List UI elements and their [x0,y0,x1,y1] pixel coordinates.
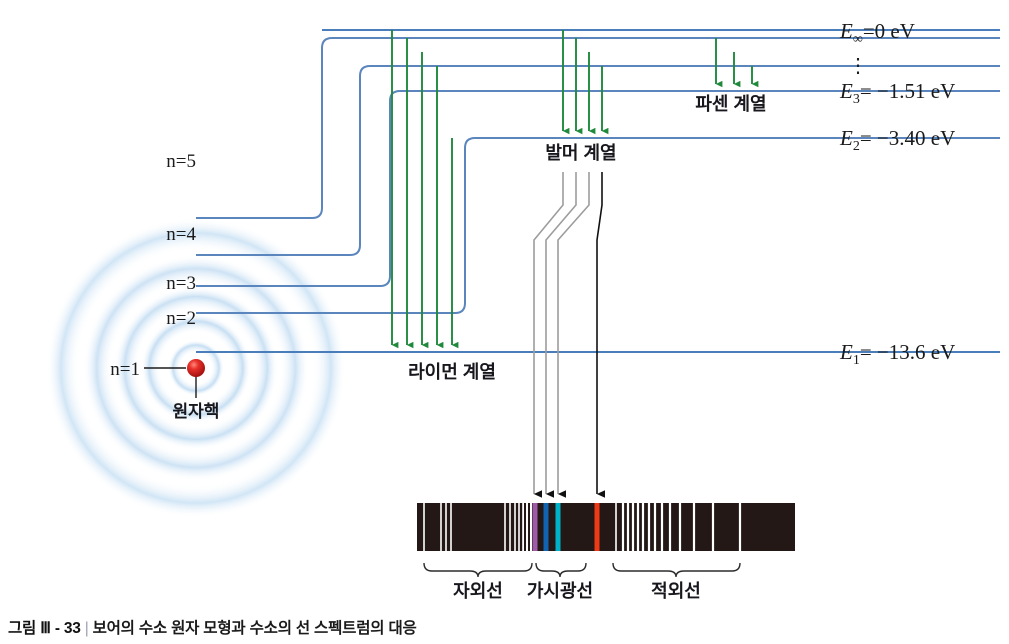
spectral-line [660,503,664,551]
spectral-line [636,503,640,551]
spectral-line-cyan [555,503,561,551]
series-label-lyman: 라이먼 계열 [408,362,496,382]
nucleus-label: 원자핵 [173,402,220,421]
series-label-balmer: 발머 계열 [545,143,616,163]
region-label-uv: 자외선 [453,581,503,601]
spectral-line [738,503,742,551]
spectrum-region-labels: 자외선 가시광선 적외선 [453,581,701,601]
spectral-line [647,503,651,551]
nucleus-group [144,359,205,398]
caption-text: 보어의 수소 원자 모형과 수소의 선 스펙트럼의 대응 [92,620,417,637]
spectrum-region-braces [423,562,741,578]
connector-n2 [196,137,1000,314]
orbit-label-n2: n=2 [166,308,196,329]
spectral-line [615,503,617,551]
brace-visible [535,562,587,578]
spectral-line [711,503,715,551]
spectral-line [423,503,425,551]
spectral-line [440,503,442,551]
spectral-line-red [594,503,600,551]
connector-spectrum-violet [533,172,564,498]
spectral-line [530,503,532,551]
balmer-spectrum-connectors [533,172,590,498]
orbit-label-n4: n=4 [166,224,196,245]
level-label-E-2: E2= −3.40 eV [839,126,955,154]
spectral-line [526,503,528,551]
orbit-label-n5: n=5 [166,151,196,172]
energy-level-labels: E∞=0 eV ⋮ E3= −1.51 eV E2= −3.40 eV E1= … [839,19,955,368]
connector-spectrum-blue [545,172,577,498]
level-label-E-3: E3= −1.51 eV [839,79,955,107]
brace-uv [423,562,533,578]
connector-spectrum-cyan [557,172,590,498]
spectrum-bar [417,503,795,551]
orbit-label-n1: n=1 [110,359,140,380]
caption-number: 그림 Ⅲ - 33 [8,620,81,637]
spectrum-background [417,503,795,551]
nucleus-icon [187,359,205,377]
spectral-line [678,503,682,551]
connector-n3 [196,90,1000,287]
lyman-series-arrows [391,30,459,349]
level-label-E-inf: E∞=0 eV [839,19,915,47]
spectral-line [692,503,696,551]
spectral-line [504,503,506,551]
connector-n4 [196,65,1000,256]
connector-spectrum-red [596,172,606,498]
balmer-series-arrows [562,30,609,135]
level-ellipsis: ⋮ [848,55,868,77]
spectral-line [450,503,452,551]
orbit-labels: n=5 n=4 n=3 n=2 n=1 원자핵 [110,151,219,421]
spectral-line [518,503,520,551]
spectral-line [621,503,625,551]
caption-separator: | [84,620,89,637]
level-label-E-1: E1= −13.6 eV [839,340,955,368]
spectral-line [626,503,630,551]
spectral-line-violet [532,503,538,551]
spectral-line-blue [543,503,549,551]
energy-level-lines [196,29,1000,353]
spectrum-lines [423,503,742,551]
paschen-series-arrows [715,38,759,88]
orbit-level-connectors [196,37,1000,314]
spectral-line [445,503,447,551]
spectral-line [653,503,657,551]
spectral-line [668,503,672,551]
region-label-infrared: 적외선 [651,581,701,601]
spectral-line [641,503,645,551]
spectral-line [514,503,516,551]
series-labels: 파센 계열 발머 계열 라이먼 계열 [408,94,767,382]
brace-infrared [612,562,741,578]
series-label-paschen: 파센 계열 [695,94,766,114]
orbit-label-n3: n=3 [166,273,196,294]
spectral-line [509,503,511,551]
spectral-line [522,503,524,551]
connector-n5 [196,37,1000,219]
figure-caption: 그림 Ⅲ - 33|보어의 수소 원자 모형과 수소의 선 스펙트럼의 대응 [8,616,417,638]
spectral-line [631,503,635,551]
region-label-visible: 가시광선 [527,581,593,601]
